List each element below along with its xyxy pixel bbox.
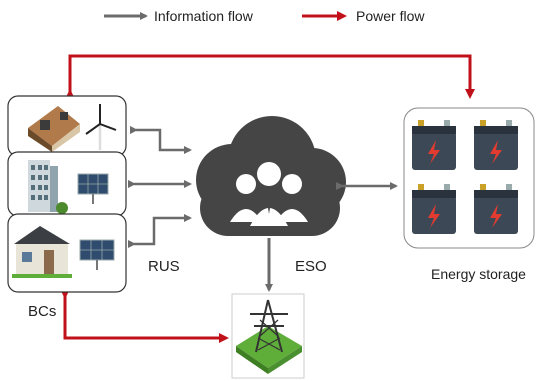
battery-icon	[474, 120, 518, 170]
building-solar-panel-icon	[28, 160, 109, 214]
cloud-users-icon	[196, 116, 346, 236]
bc-building-solar-box	[7, 151, 127, 217]
battery-icon	[412, 184, 456, 234]
legend-power-flow-label: Power flow	[356, 8, 425, 24]
energy-storage-box	[403, 107, 535, 249]
bc-house-wind-box	[7, 95, 127, 157]
power-flow-bottom-arrow	[60, 289, 229, 343]
info-arrow-bc1	[130, 126, 192, 154]
energy-storage-label: Energy storage	[431, 266, 526, 282]
eso-label: ESO	[295, 258, 327, 275]
transmission-tower-box	[231, 293, 305, 379]
transmission-tower-icon	[236, 299, 302, 374]
bcs-label: BCs	[28, 303, 57, 320]
legend-information-flow-label: Information flow	[154, 8, 253, 24]
power-flow-top-arrow	[65, 54, 475, 99]
battery-icon	[474, 184, 518, 234]
bc-house-solar-box	[7, 213, 127, 293]
house-solar-panel-icon	[12, 226, 115, 278]
battery-icon	[412, 120, 456, 170]
info-arrow-bc3	[128, 214, 192, 248]
house-wind-turbine-icon	[28, 104, 117, 152]
rus-label: RUS	[148, 258, 180, 275]
